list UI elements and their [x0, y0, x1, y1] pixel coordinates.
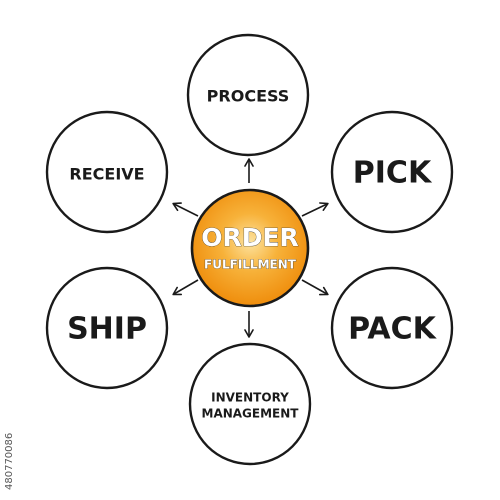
arrow-to-pack	[301, 279, 329, 296]
pick-label: PICK	[353, 156, 433, 191]
center-subtitle: FULFILLMENT	[204, 258, 297, 272]
pack-circle	[330, 266, 454, 390]
arrow-to-receive	[172, 202, 199, 217]
receive-circle	[45, 110, 169, 234]
pick-circle	[330, 110, 454, 234]
ship-circle	[45, 266, 169, 390]
center-circle	[190, 188, 310, 308]
arrow-to-pick	[301, 202, 329, 217]
arrow-to-ship	[172, 279, 199, 296]
receive-label: RECEIVE	[69, 165, 144, 184]
inventory-label-line2: MANAGEMENT	[202, 407, 300, 421]
center-title: ORDER	[201, 223, 299, 252]
inventory-circle	[188, 342, 312, 466]
process-label: PROCESS	[207, 87, 290, 106]
process-circle	[186, 33, 310, 157]
inventory-label-line1: INVENTORY	[211, 391, 289, 405]
ship-label: SHIP	[67, 312, 147, 347]
stock-id-text: 480770086	[4, 433, 15, 490]
pack-label: PACK	[348, 312, 437, 347]
